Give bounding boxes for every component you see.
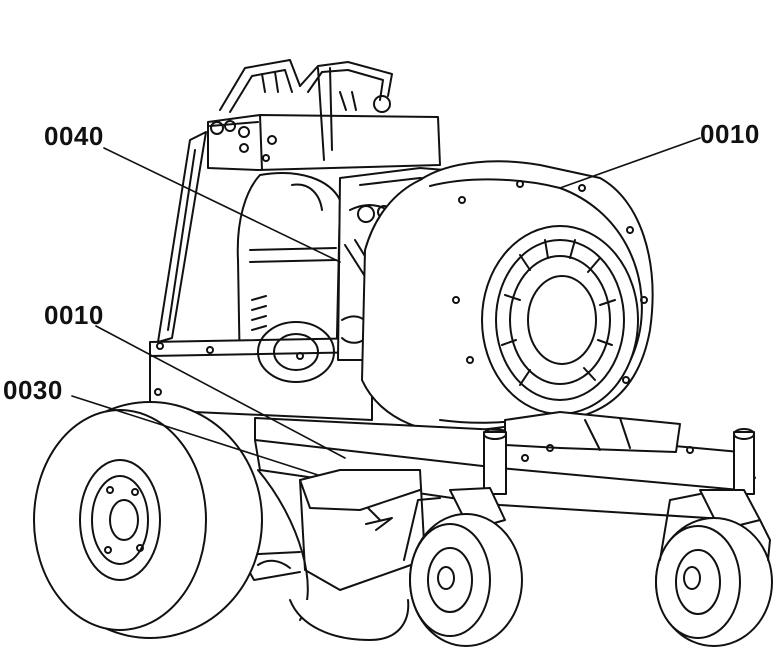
callout-0010-top: 0010 — [700, 119, 760, 149]
front-left-caster — [403, 487, 523, 647]
callout-0030: 0030 — [3, 375, 63, 405]
callout-leaders — [71, 137, 701, 476]
rear-left-wheel — [33, 401, 309, 639]
hitch-bracket — [239, 469, 426, 591]
leader-0010-top — [559, 137, 701, 189]
leader-0040 — [103, 147, 341, 263]
side-rail — [157, 131, 207, 343]
leader-0010-left — [95, 325, 346, 459]
leader-0030 — [71, 395, 319, 476]
callout-0010-left: 0010 — [44, 300, 104, 330]
front-right-caster — [655, 489, 773, 647]
blower-housing — [361, 160, 654, 434]
handle-assembly — [219, 59, 393, 161]
control-console — [207, 114, 441, 171]
callout-0040: 0040 — [44, 121, 104, 151]
rear-right-wheel — [289, 599, 410, 641]
caster-posts — [483, 428, 755, 495]
